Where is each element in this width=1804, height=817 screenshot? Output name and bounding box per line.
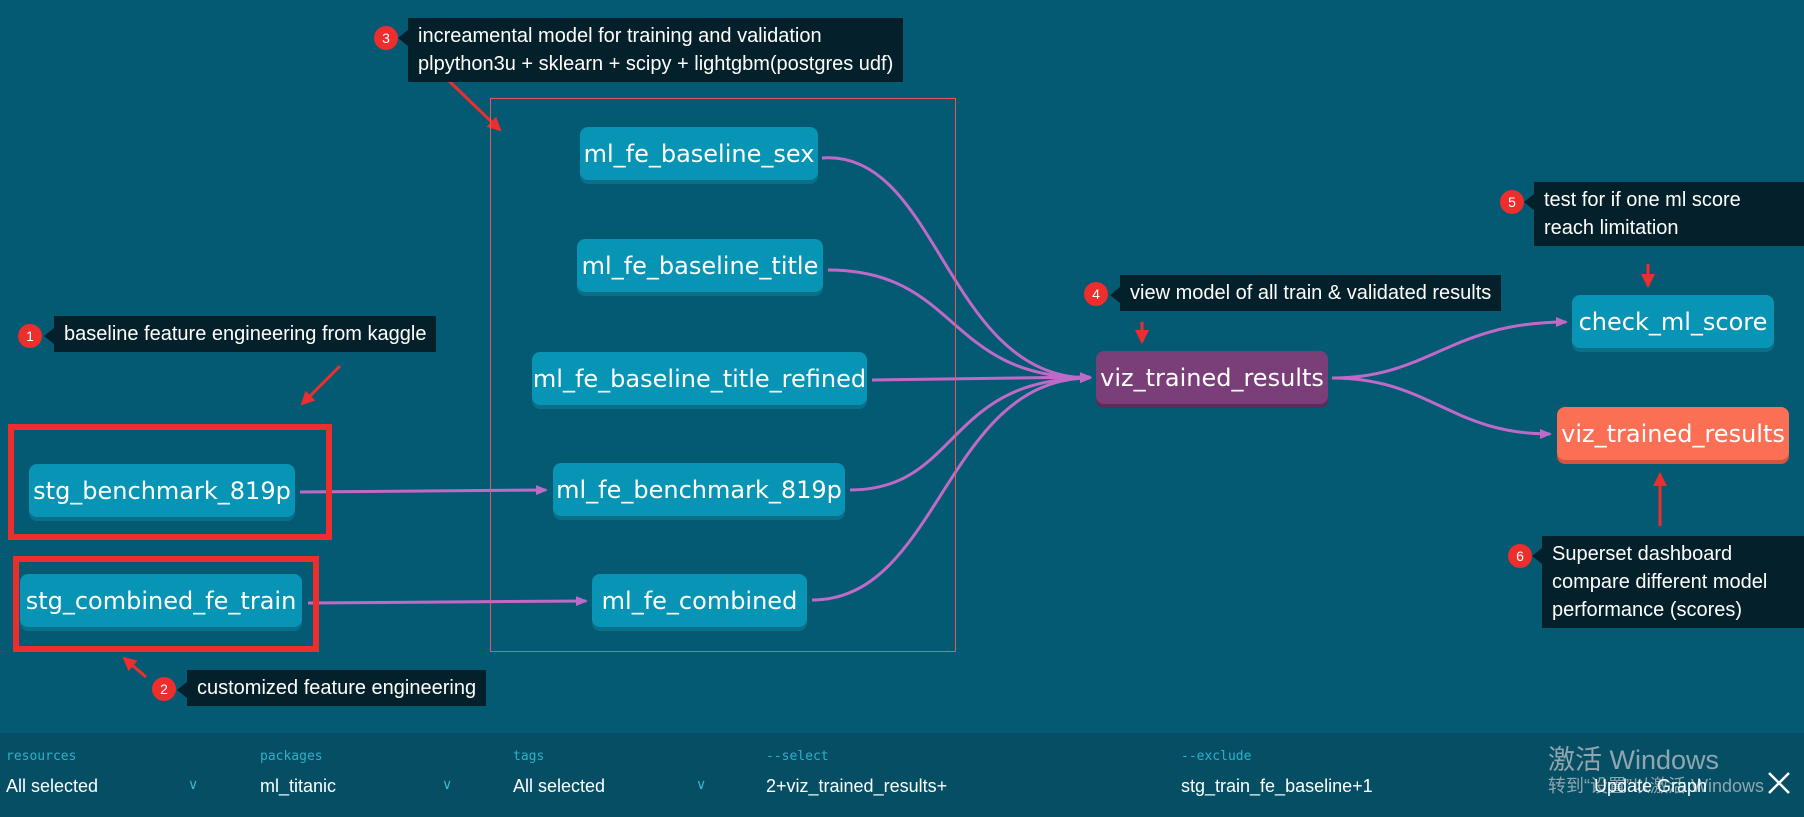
- node-viz-trained-results[interactable]: viz_trained_results: [1096, 351, 1328, 404]
- filter-exclude-input[interactable]: stg_train_fe_baseline+1: [1181, 776, 1373, 796]
- arrow-annotation-icon: [446, 78, 502, 132]
- highlight-box-combined: [13, 556, 319, 652]
- node-ml-baseline-title-refined[interactable]: ml_fe_baseline_title_refined: [532, 352, 867, 405]
- chevron-down-icon[interactable]: ∨: [696, 777, 707, 793]
- edge-title-refined-to-viz: [871, 372, 1092, 383]
- filter-exclude-label: --exclude: [1181, 749, 1252, 764]
- filter-select[interactable]: --select 2+viz_trained_results+: [766, 749, 1146, 797]
- node-ml-baseline-title[interactable]: ml_fe_baseline_title: [577, 239, 823, 292]
- close-icon[interactable]: [1766, 770, 1792, 796]
- edge-viz-to-dashboard: [1331, 376, 1552, 439]
- callout-5: test for if one ml score reach limitatio…: [1524, 182, 1804, 246]
- filter-tags-value[interactable]: All selected: [513, 776, 606, 796]
- filter-select-input[interactable]: 2+viz_trained_results+: [766, 776, 948, 796]
- graph-edges: [122, 78, 1667, 679]
- edge-title-to-viz: [827, 268, 1092, 383]
- callout-6-line3: performance (scores): [1552, 599, 1743, 621]
- dag-graph-canvas[interactable]: stg_benchmark_819p stg_combined_fe_train…: [0, 0, 1804, 730]
- callout-3-line1: increamental model for training and vali…: [418, 25, 822, 47]
- filter-tags[interactable]: tags All selected: [513, 749, 713, 797]
- callout-3: increamental model for training and vali…: [397, 18, 904, 82]
- node-ml-baseline-sex[interactable]: ml_fe_baseline_sex: [580, 127, 818, 180]
- callout-badge-5: 5: [1500, 190, 1524, 214]
- node-stg-benchmark[interactable]: stg_benchmark_819p: [29, 464, 295, 517]
- node-viz-dashboard[interactable]: viz_trained_results: [1557, 407, 1789, 460]
- callout-badge-2: 2: [152, 677, 176, 701]
- node-ml-combined[interactable]: ml_fe_combined: [592, 574, 807, 627]
- callout-4: view model of all train & validated resu…: [1109, 275, 1502, 311]
- filter-select-label: --select: [766, 749, 829, 764]
- callout-6-line2: compare different model: [1552, 571, 1768, 593]
- filter-packages[interactable]: packages ml_titanic: [260, 749, 460, 797]
- windows-activation-watermark: 激活 Windows: [1548, 745, 1720, 775]
- callout-5-line1: test for if one ml score: [1544, 189, 1741, 211]
- filter-resources-label: resources: [6, 749, 77, 764]
- callout-badge-1: 1: [18, 324, 42, 348]
- node-check-ml-score[interactable]: check_ml_score: [1572, 295, 1774, 348]
- filter-packages-label: packages: [260, 749, 323, 764]
- callout-6: Superset dashboard compare different mod…: [1532, 536, 1804, 628]
- edge-stg-combined-to-ml: [307, 596, 588, 607]
- chevron-down-icon[interactable]: ∨: [188, 777, 199, 793]
- filter-resources-value[interactable]: All selected: [6, 776, 99, 796]
- update-graph-button[interactable]: Update Graph: [1594, 776, 1708, 796]
- edge-combined-to-viz: [811, 373, 1092, 602]
- callout-6-line1: Superset dashboard: [1552, 543, 1733, 565]
- node-stg-combined[interactable]: stg_combined_fe_train: [20, 574, 302, 627]
- filter-resources[interactable]: resources All selected: [6, 749, 206, 797]
- edge-benchmark-to-viz: [849, 373, 1092, 492]
- edge-sex-to-viz: [821, 156, 1092, 383]
- graph-filter-bar: resources All selected ∨ packages ml_tit…: [0, 733, 1804, 817]
- callout-badge-4: 4: [1084, 282, 1108, 306]
- arrow-annotation-icon: [300, 364, 342, 406]
- chevron-down-icon[interactable]: ∨: [442, 777, 453, 793]
- highlight-box-benchmark: [8, 424, 332, 540]
- callout-2: customized feature engineering: [176, 670, 487, 706]
- callout-badge-3: 3: [374, 26, 398, 50]
- filter-packages-value[interactable]: ml_titanic: [260, 776, 337, 796]
- arrow-annotation-icon: [122, 656, 147, 679]
- callout-1: baseline feature engineering from kaggle: [43, 316, 437, 352]
- filter-exclude[interactable]: --exclude stg_train_fe_baseline+1: [1181, 749, 1521, 797]
- node-ml-benchmark[interactable]: ml_fe_benchmark_819p: [553, 463, 845, 516]
- edge-viz-to-check: [1331, 317, 1568, 380]
- filter-tags-label: tags: [513, 749, 545, 764]
- callout-5-line2: reach limitation: [1544, 217, 1679, 239]
- edge-stg-benchmark-to-ml: [299, 485, 548, 496]
- windows-activation-watermark-sub: 转到“设置”以激活 Windows: [1548, 776, 1765, 796]
- callout-badge-6: 6: [1508, 544, 1532, 568]
- model-group-box: [490, 98, 956, 652]
- callout-3-line2: plpython3u + sklearn + scipy + lightgbm(…: [418, 53, 894, 75]
